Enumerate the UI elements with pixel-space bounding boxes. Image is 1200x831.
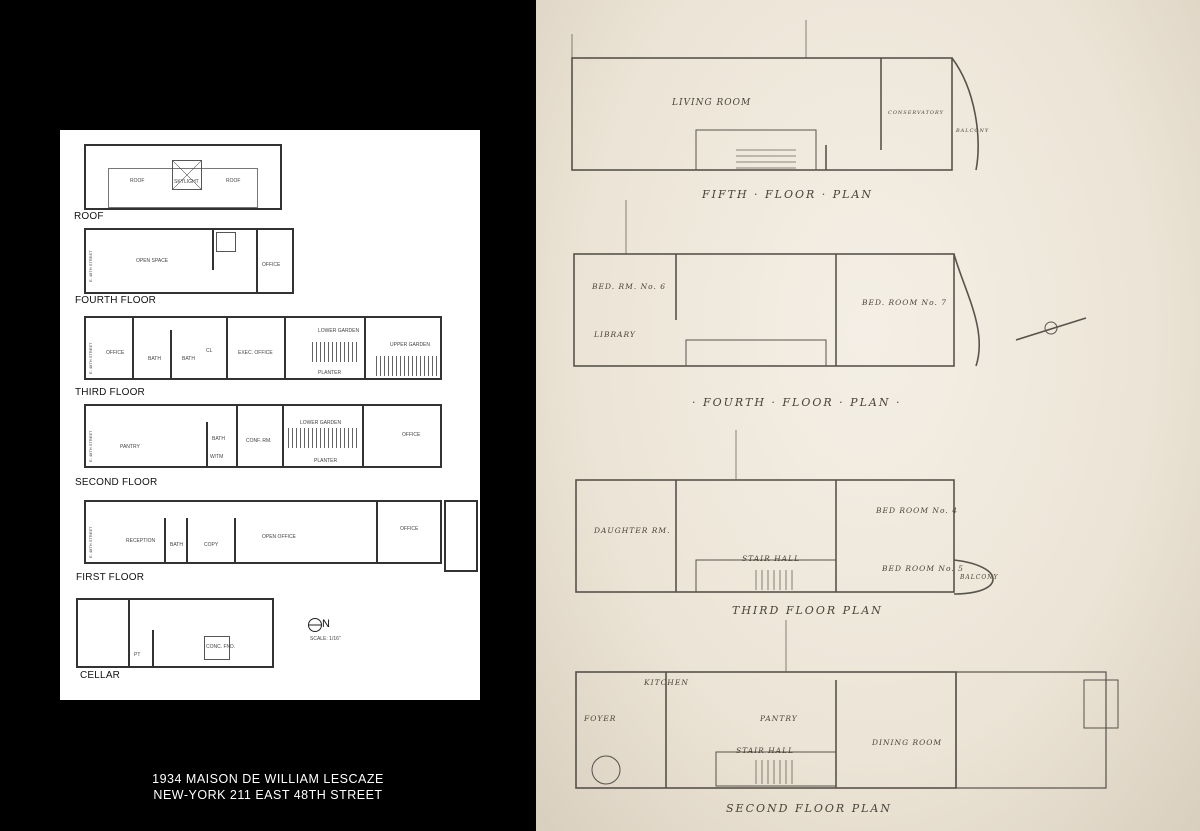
conc-fnd-label: CONC. FND. xyxy=(206,644,236,650)
fourth-floor-plan: OPEN SPACE OFFICE E. 48TH STREET xyxy=(84,228,294,294)
blueprint-drawing xyxy=(571,20,1119,789)
pantry-label: PANTRY xyxy=(120,444,140,450)
first-bath-label: BATH xyxy=(170,542,183,548)
fourth-office-label: OFFICE xyxy=(262,262,281,268)
upper-garden-planting xyxy=(376,356,438,376)
third-closet-label: CL xyxy=(206,348,213,354)
first-office-label: OFFICE xyxy=(400,526,419,532)
third-floor-outline xyxy=(575,479,955,593)
daughter-rm-label: DAUGHTER RM. xyxy=(594,526,671,535)
fourth-floor-outline xyxy=(573,253,955,367)
roof-room-1: ROOF xyxy=(130,178,145,184)
fifth-floor-bay xyxy=(951,57,979,171)
third-lower-garden-label: LOWER GARDEN xyxy=(318,328,360,334)
second-floor-label: SECOND FLOOR xyxy=(75,477,158,488)
library-label: LIBRARY xyxy=(594,330,636,339)
third-street-label: E. 48TH STREET xyxy=(88,342,93,374)
kitchen-label: KITCHEN xyxy=(644,678,689,687)
caption-line-2: NEW-YORK 211 EAST 48TH STREET xyxy=(153,788,383,802)
third-balcony-label: BALCONY xyxy=(960,574,999,581)
upper-garden-label: UPPER GARDEN xyxy=(390,342,431,348)
living-room-label: LIVING ROOM xyxy=(672,98,752,108)
dining-room-label: DINING ROOM xyxy=(872,738,943,747)
fourth-street-label: E. 48TH STREET xyxy=(88,250,93,282)
second-floor-plan: PANTRY BATH W/TM CONF. RM. LOWER GARDEN … xyxy=(84,404,442,468)
conservatory-label: CONSERVATORY xyxy=(888,110,944,116)
third-office-label: OFFICE xyxy=(106,350,125,356)
second-street-label: E. 48TH STREET xyxy=(88,430,93,462)
copy-label: COPY xyxy=(204,542,219,548)
second-floor-title: SECOND FLOOR PLAN xyxy=(726,802,892,815)
pantry-blueprint-label: PANTRY xyxy=(760,714,798,723)
third-floor-title: THIRD FLOOR PLAN xyxy=(732,604,883,617)
second-office-label: OFFICE xyxy=(402,432,421,438)
caption-line-1: 1934 MAISON DE WILLIAM LESCAZE xyxy=(152,772,384,786)
open-space-label: OPEN SPACE xyxy=(136,258,169,264)
reception-label: RECEPTION xyxy=(126,538,156,544)
north-arrow xyxy=(308,618,322,632)
conf-rm-label: CONF. RM. xyxy=(246,438,272,444)
first-floor-plan: RECEPTION BATH COPY OPEN OFFICE OFFICE E… xyxy=(84,500,442,564)
third-floor-plan: OFFICE BATH BATH CL EXEC. OFFICE LOWER G… xyxy=(84,316,442,380)
bed-rm-5-label: BED ROOM No. 5 xyxy=(882,564,964,573)
second-planter-label: PLANTER xyxy=(314,458,338,464)
scale-label: SCALE: 1/16" xyxy=(310,636,341,642)
fourth-floor-title: · FOURTH · FLOOR · PLAN · xyxy=(692,396,902,409)
third-bath-2-label: BATH xyxy=(182,356,195,362)
cellar-pt-label: PT xyxy=(134,652,141,658)
roof-room-2: ROOF xyxy=(226,178,241,184)
second-bath-label: BATH xyxy=(212,436,225,442)
roof-label: ROOF xyxy=(74,211,104,222)
historic-blueprint: FIFTH · FLOOR · PLAN LIVING ROOM CONSERV… xyxy=(536,0,1200,831)
left-panel: ROOF SKYLIGHT ROOF ROOF OPEN SPACE OFFIC… xyxy=(0,0,536,831)
third-bath-1-label: BATH xyxy=(148,356,161,362)
foyer-label: FOYER xyxy=(584,714,617,723)
second-lower-garden-label: LOWER GARDEN xyxy=(300,420,342,426)
second-floor-outline xyxy=(575,671,957,789)
modern-floor-plans-sheet: ROOF SKYLIGHT ROOF ROOF OPEN SPACE OFFIC… xyxy=(60,130,480,700)
third-stair-hall-label: STAIR HALL xyxy=(742,554,801,563)
blueprint-north-line xyxy=(1015,317,1087,341)
wtm-label: W/TM xyxy=(210,454,224,460)
cellar-label: CELLAR xyxy=(80,670,121,681)
fifth-balcony-label: BALCONY xyxy=(956,128,990,134)
first-floor-rear-annex xyxy=(444,500,478,572)
first-floor-label: FIRST FLOOR xyxy=(76,572,145,583)
cellar-plan: PT CONC. FND. xyxy=(76,598,274,668)
bed-rm-4-label: BED ROOM No. 4 xyxy=(876,506,958,515)
open-office-label: OPEN OFFICE xyxy=(262,534,296,540)
first-street-label: E. 48TH STREET xyxy=(88,526,93,558)
bed-rm-7-label: BED. ROOM No. 7 xyxy=(862,298,947,307)
north-symbol: N xyxy=(322,618,331,630)
fifth-floor-title: FIFTH · FLOOR · PLAN xyxy=(702,188,874,201)
second-garden-planting xyxy=(288,428,358,448)
fourth-floor-label: FOURTH FLOOR xyxy=(75,295,157,306)
skylight xyxy=(172,160,202,190)
roof-plan: ROOF SKYLIGHT ROOF xyxy=(84,144,282,210)
lower-garden-planting xyxy=(312,342,360,362)
bed-rm-6-label: BED. RM. No. 6 xyxy=(592,282,667,291)
skylight-label: SKYLIGHT xyxy=(174,179,199,185)
second-stair-hall-label: STAIR HALL xyxy=(736,746,795,755)
third-floor-label: THIRD FLOOR xyxy=(75,387,145,398)
exec-office-label: EXEC. OFFICE xyxy=(238,350,273,356)
third-planter-label: PLANTER xyxy=(318,370,342,376)
